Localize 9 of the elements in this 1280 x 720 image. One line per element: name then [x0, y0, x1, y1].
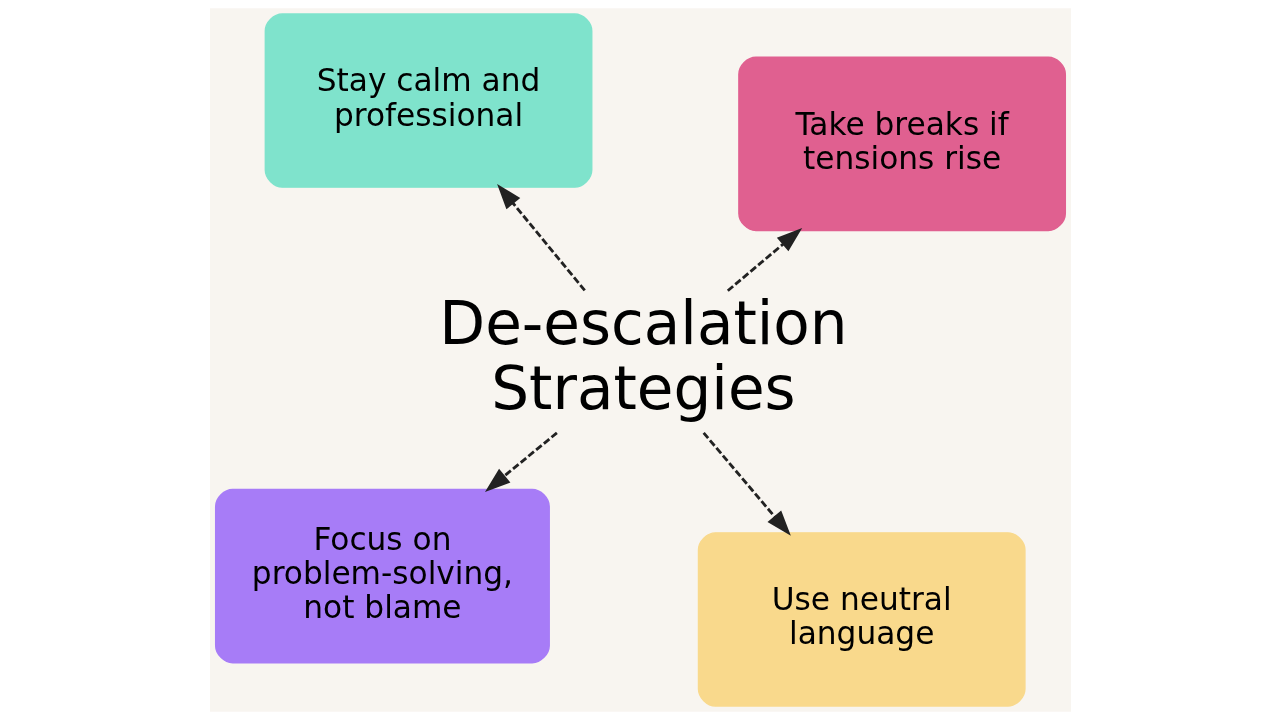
arrow	[484, 431, 558, 492]
node-text: De-escalation Strategies	[438, 289, 848, 424]
arrow	[726, 228, 802, 292]
node-box: Stay calm and professional	[264, 13, 592, 188]
node-box: Focus on problem-solving, not blame	[214, 488, 550, 664]
node-box: Use neutral language	[697, 532, 1026, 707]
arrow	[702, 431, 791, 536]
node-box: Take breaks if tensions rise	[737, 56, 1066, 232]
arrow	[496, 183, 586, 292]
